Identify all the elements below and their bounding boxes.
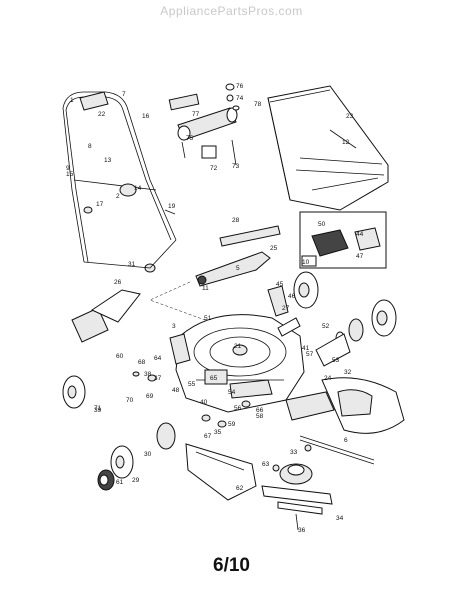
callout-label: 36 — [298, 527, 306, 534]
battery-group — [168, 83, 240, 166]
callout-label: 3 — [172, 323, 176, 330]
callout-label: 55 — [188, 381, 196, 388]
callout-label: 78 — [254, 101, 262, 108]
callout-label: 33 — [290, 449, 298, 456]
callout-label: 60 — [116, 353, 124, 360]
callout-label: 38 — [144, 371, 152, 378]
callout-label: 35 — [214, 429, 222, 436]
callout-label: 12 — [342, 139, 350, 146]
wheels — [62, 271, 397, 491]
callout-label: 40 — [200, 399, 208, 406]
callout-label: 13 — [104, 157, 112, 164]
mulch-plug — [321, 377, 405, 434]
callout-label: 66 — [256, 407, 264, 414]
callout-label: 68 — [138, 359, 146, 366]
callout-label: 75 — [186, 135, 194, 142]
inset-box — [299, 211, 387, 269]
callout-label: 51 — [204, 315, 212, 322]
callout-label: 28 — [232, 217, 240, 224]
callout-label: 34 — [336, 515, 344, 522]
callout-label: 10 — [302, 259, 310, 266]
callout-label: 71 — [94, 405, 102, 412]
callout-label: 15 — [66, 171, 74, 178]
callout-label: 29 — [132, 477, 140, 484]
left-parts — [71, 289, 141, 343]
callout-label: 17 — [96, 201, 104, 208]
callout-label: 8 — [88, 143, 92, 150]
callout-label: 76 — [236, 83, 244, 90]
callout-label: 64 — [154, 355, 162, 362]
callout-label: 72 — [210, 165, 218, 172]
callout-label: 21 — [234, 343, 242, 350]
mower-deck — [169, 285, 305, 413]
blade-group — [261, 463, 333, 531]
callout-label: 52 — [322, 323, 330, 330]
callout-label: 46 — [288, 293, 296, 300]
callout-label: 50 — [318, 221, 326, 228]
callout-label: 73 — [232, 163, 240, 170]
callout-label: 23 — [346, 113, 354, 120]
callout-label: 31 — [128, 261, 136, 268]
callout-label: 6 — [344, 437, 348, 444]
callout-label: 16 — [142, 113, 150, 120]
callout-label: 63 — [262, 461, 270, 468]
side-discharge — [185, 443, 257, 501]
callout-label: 48 — [172, 387, 180, 394]
callout-label: 19 — [168, 203, 176, 210]
callout-label: 70 — [126, 397, 134, 404]
callout-label: 54 — [228, 389, 236, 396]
callout-label: 25 — [270, 245, 278, 252]
callout-label: 74 — [236, 95, 244, 102]
callout-label: 53 — [332, 357, 340, 364]
page-number: 6/10 — [213, 555, 250, 576]
callout-label: 22 — [98, 111, 106, 118]
callout-label: 61 — [116, 479, 124, 486]
drive-components — [285, 333, 375, 465]
callout-label: 45 — [276, 281, 284, 288]
callout-label: 2 — [116, 193, 120, 200]
callout-label: 47 — [356, 253, 364, 260]
callout-label: 30 — [144, 451, 152, 458]
callout-label: 65 — [210, 375, 218, 382]
callout-label: 7 — [122, 91, 126, 98]
watermark: AppliancePartsPros.com — [160, 4, 303, 18]
handle-assembly — [62, 91, 177, 273]
callout-label: 32 — [344, 369, 352, 376]
callout-label: 9 — [66, 165, 70, 172]
callout-label: 67 — [204, 433, 212, 440]
callout-label: 41 — [302, 345, 310, 352]
callout-label: 44 — [356, 231, 364, 238]
callout-label: 59 — [228, 421, 236, 428]
callout-label: 58 — [256, 413, 264, 420]
callout-label: 5 — [236, 265, 240, 272]
grass-bag — [267, 85, 389, 211]
callout-label: 26 — [114, 279, 122, 286]
callout-label: 56 — [234, 405, 242, 412]
callout-label: 69 — [146, 393, 154, 400]
callout-label: 27 — [282, 305, 290, 312]
callout-label: 39 — [94, 407, 102, 414]
callout-label: 37 — [154, 375, 162, 382]
callout-label: 14 — [134, 185, 142, 192]
rear-door-group — [149, 225, 281, 321]
callout-label: 77 — [192, 111, 200, 118]
callout-label: 57 — [306, 351, 314, 358]
callout-label: 1 — [70, 97, 74, 104]
callout-label: 11 — [202, 285, 209, 292]
callout-label: 24 — [324, 375, 332, 382]
callout-label: 62 — [236, 485, 244, 492]
small-parts — [132, 371, 312, 472]
